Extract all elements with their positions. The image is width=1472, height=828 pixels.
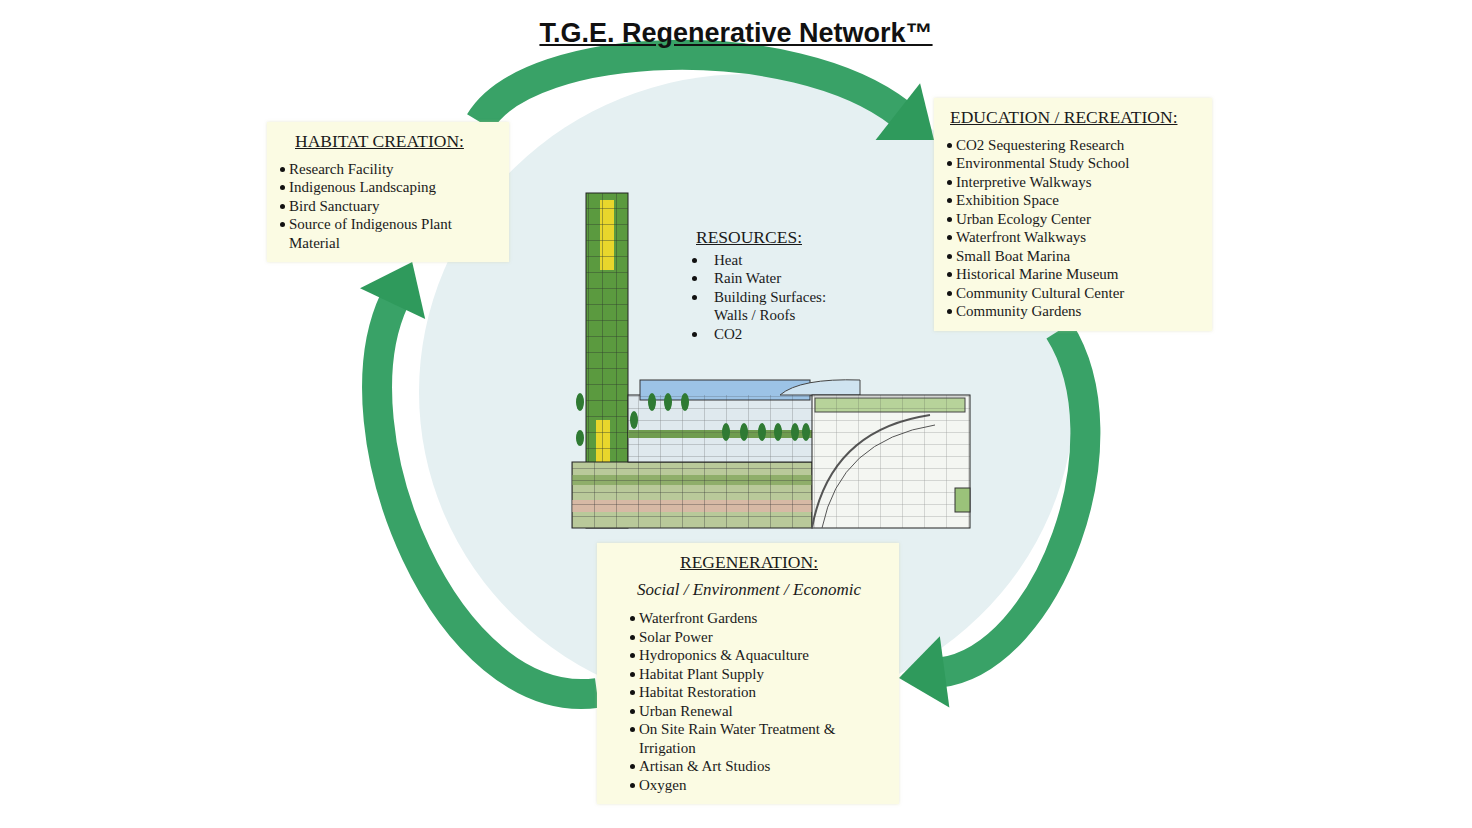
cycle-arrow (480, 55, 934, 140)
bullet-item: Small Boat Marina (946, 247, 1202, 266)
bullet-item: Community Cultural Center (946, 284, 1202, 303)
bullet-item: Historical Marine Museum (946, 265, 1202, 284)
bullet-item: Habitat Plant Supply (629, 665, 889, 684)
title-text: T.G.E. Regenerative Network™ (539, 18, 932, 48)
regeneration-box: REGENERATION: Social / Environment / Econ… (597, 543, 899, 804)
diagram-title: T.G.E. Regenerative Network™ (0, 18, 1472, 49)
bullet-item: Waterfront Gardens (629, 609, 889, 628)
building (572, 193, 970, 528)
arrow-body (941, 331, 1086, 673)
arrow-head (360, 262, 425, 319)
cycle-arrow (360, 262, 597, 694)
bullet-item: Interpretive Walkways (946, 173, 1202, 192)
resources-list: RESOURCES: HeatRain WaterBuilding Surface… (690, 226, 850, 343)
bullet-item: Research Facility (279, 160, 499, 179)
cycle-arrow (899, 331, 1085, 708)
arrow-head (876, 83, 934, 140)
bullet-item: Habitat Restoration (629, 683, 889, 702)
section-heading: REGENERATION: (609, 553, 889, 572)
section-heading: HABITAT CREATION: (295, 132, 499, 151)
bullet-item: Rain Water (690, 269, 850, 288)
bullet-item: Bird Sanctuary (279, 197, 499, 216)
bullet-item: Building Surfaces: Walls / Roofs (690, 288, 850, 325)
bullet-item: Waterfront Walkways (946, 228, 1202, 247)
bullet-item: Environmental Study School (946, 154, 1202, 173)
bullet-item: Indigenous Landscaping (279, 178, 499, 197)
bullet-item: Source of Indigenous Plant Material (279, 215, 499, 252)
bullet-item: Exhibition Space (946, 191, 1202, 210)
bullet-item: Artisan & Art Studios (629, 757, 889, 776)
bullet-item: Solar Power (629, 628, 889, 647)
bullet-item: Urban Renewal (629, 702, 889, 721)
arrow-head (899, 636, 949, 707)
arrow-body (377, 300, 597, 694)
bullet-item: Oxygen (629, 776, 889, 795)
section-heading: EDUCATION / RECREATION: (950, 108, 1202, 127)
bullet-item: On Site Rain Water Treatment & Irrigatio… (629, 720, 889, 757)
bullet-item: Urban Ecology Center (946, 210, 1202, 229)
arrow-body (480, 55, 901, 122)
bullet-item: Community Gardens (946, 302, 1202, 321)
section-subheading: Social / Environment / Economic (609, 581, 889, 600)
habitat-box: HABITAT CREATION: Research FacilityIndige… (267, 122, 509, 262)
education-box: EDUCATION / RECREATION: CO2 Sequestering … (934, 98, 1212, 331)
bullet-item: CO2 (690, 325, 850, 344)
bullet-item: Heat (690, 251, 850, 270)
section-heading: RESOURCES: (696, 228, 850, 247)
bullet-item: CO2 Sequestering Research (946, 136, 1202, 155)
bullet-item: Hydroponics & Aquaculture (629, 646, 889, 665)
